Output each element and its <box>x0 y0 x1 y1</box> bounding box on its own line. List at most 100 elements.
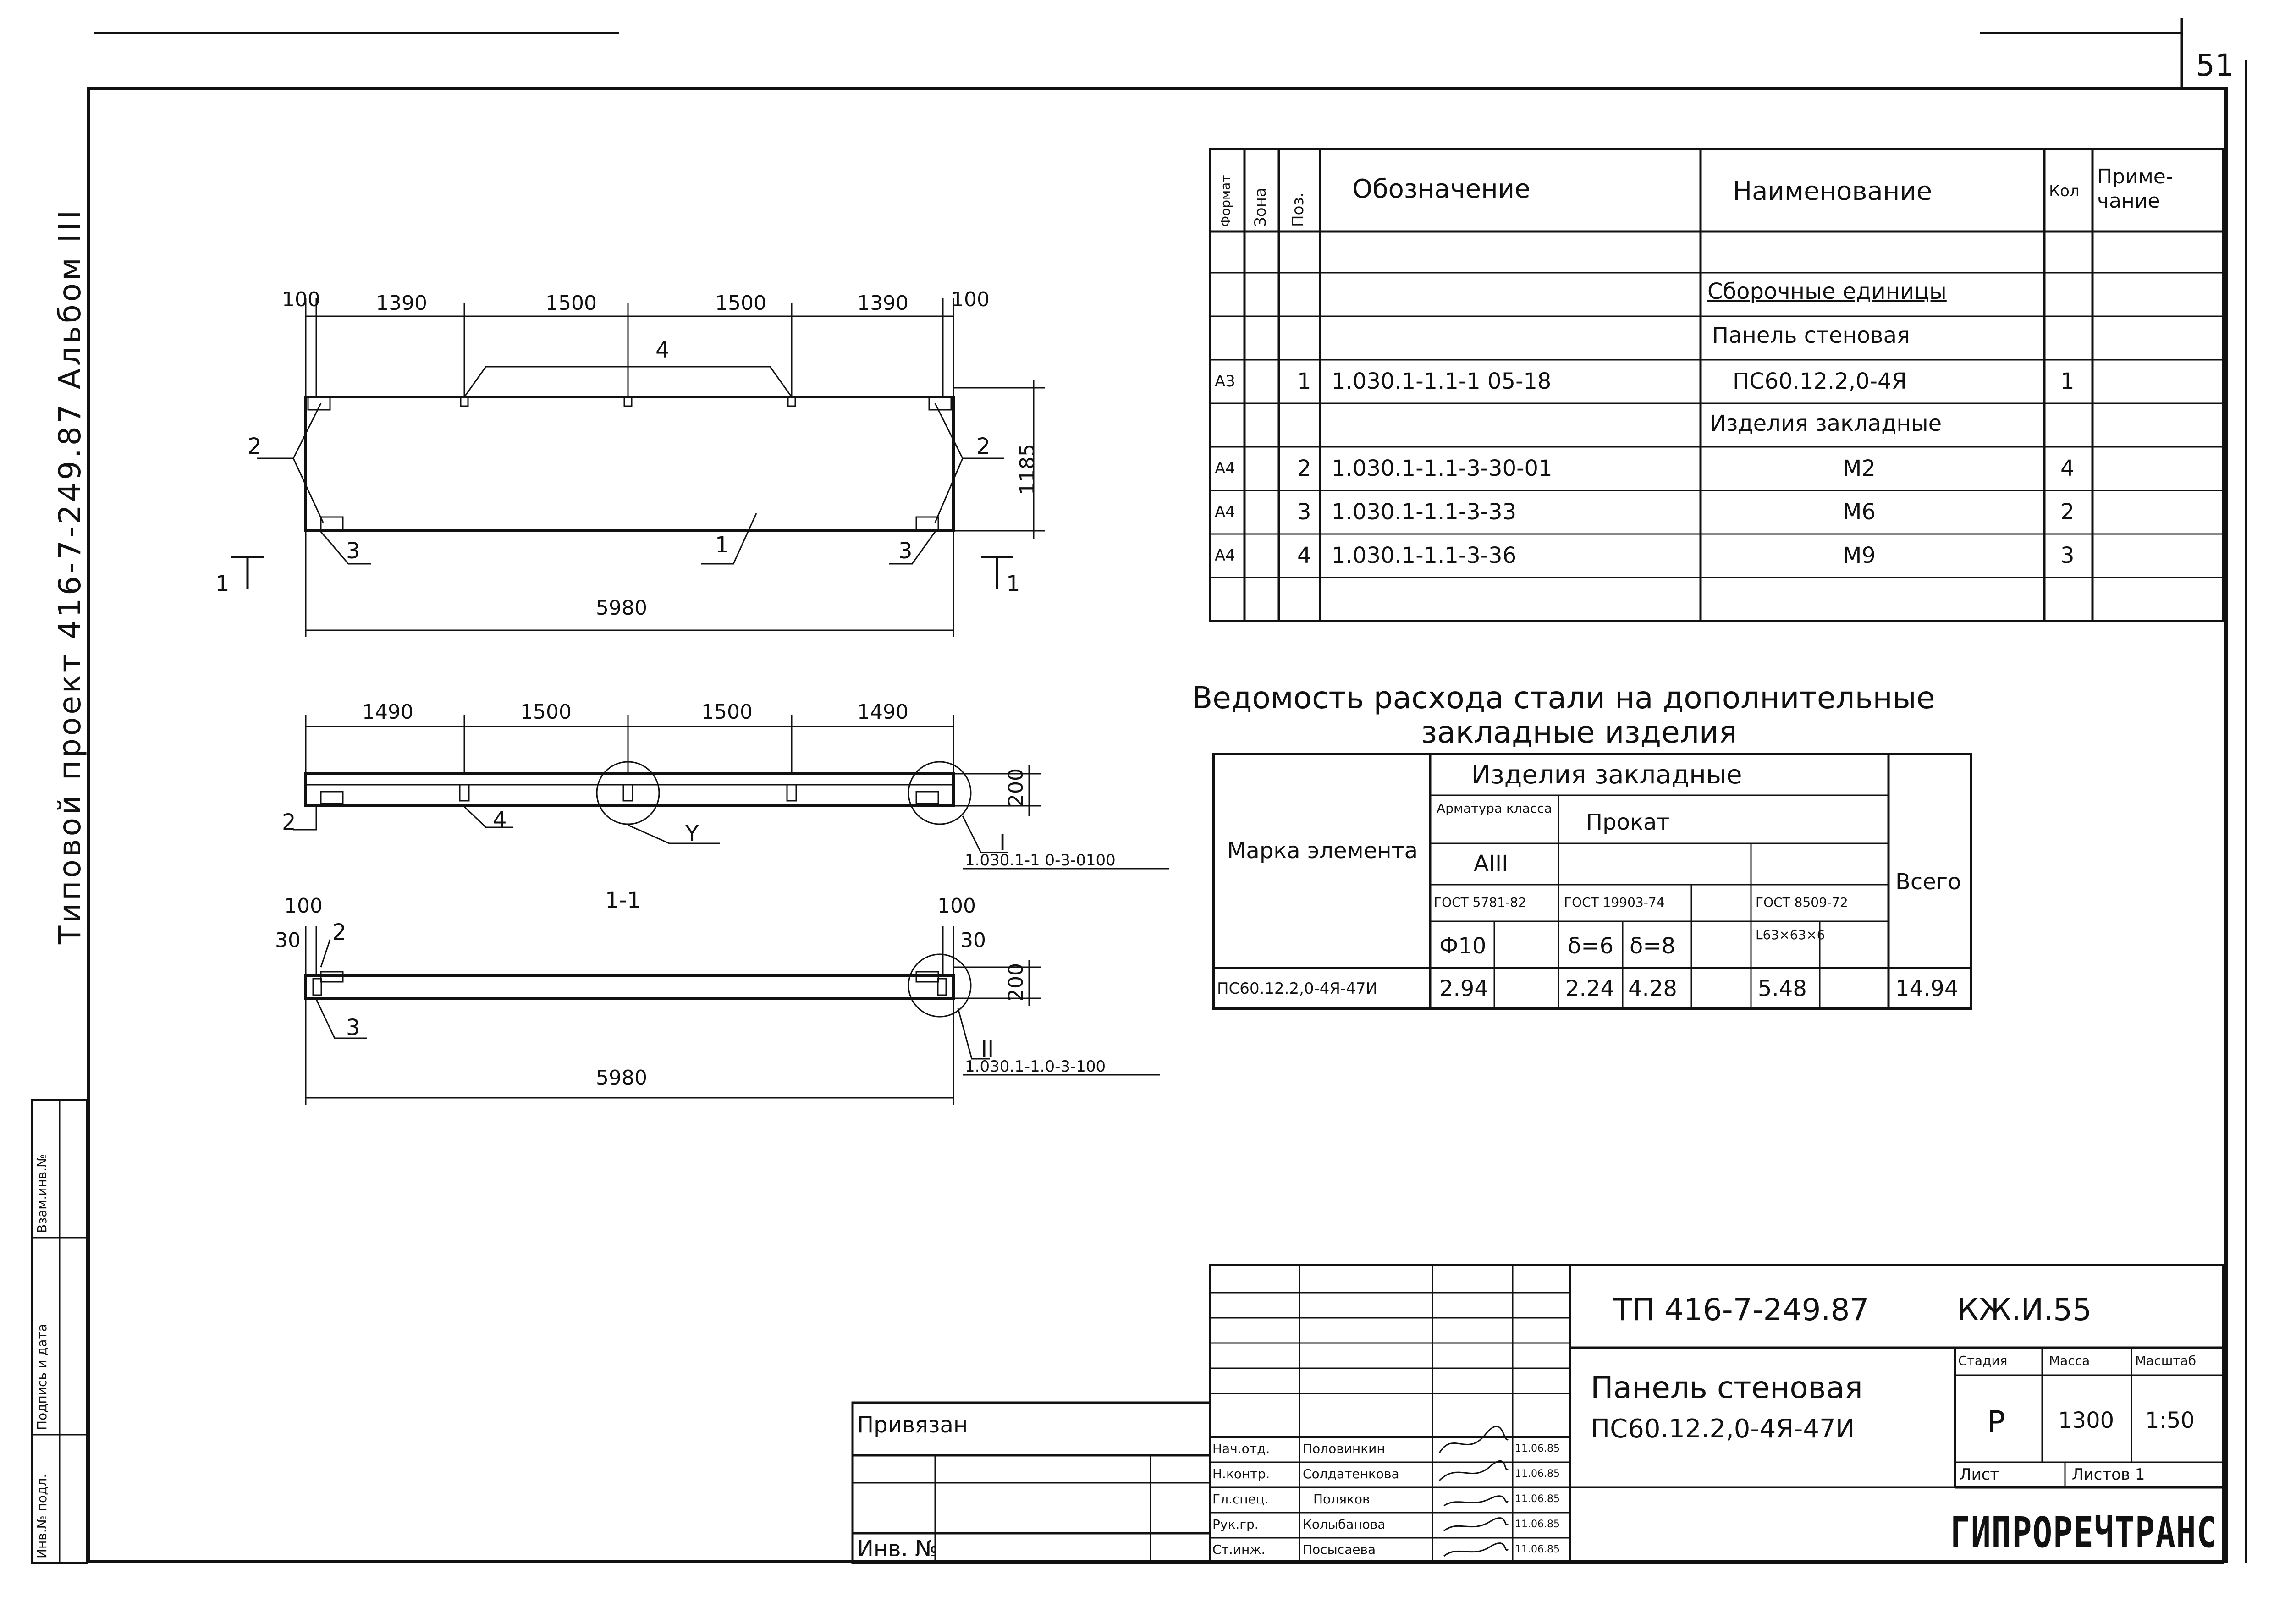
steel-row-delta8: 4.28 <box>1628 976 1677 1002</box>
plan-callout-2-left: 2 <box>248 434 262 459</box>
signer-role-1: Нач.отд. <box>1212 1441 1270 1456</box>
plan-callout-3-right: 3 <box>898 538 913 564</box>
stamp-inv-label: Инв.№ подл. <box>34 1474 50 1558</box>
signer-name-3: Поляков <box>1313 1492 1370 1507</box>
steel-table-title-2: закладные изделия <box>1421 715 1737 750</box>
plan-callout-4: 4 <box>655 337 670 363</box>
sheets-label: Листов 1 <box>2072 1465 2145 1484</box>
drawing-frame <box>87 87 2228 1563</box>
spec-row-3-format: А4 <box>1215 503 1235 521</box>
signer-role-3: Гл.спец. <box>1212 1492 1269 1507</box>
spec-row-2-qty: 4 <box>2060 456 2075 481</box>
plan-dim-100-right: 100 <box>951 288 990 311</box>
plan-height-dim: 1185 <box>1016 444 1039 495</box>
elev-detail-ref: 1.030.1-1 0-3-0100 <box>965 851 1116 870</box>
signer-date-4: 11.06.85 <box>1515 1519 1560 1530</box>
stage-value: Р <box>1987 1404 2005 1440</box>
plan-dim-1500-a: 1500 <box>545 292 597 315</box>
elev-height-dim: 200 <box>1004 768 1028 807</box>
spec-row-wall-panel: Панель стеновая <box>1712 323 1910 348</box>
steel-gost-3: ГОСТ 8509-72 <box>1756 895 1848 910</box>
inv-number-label: Инв. № <box>857 1536 938 1562</box>
signer-role-2: Н.контр. <box>1212 1466 1270 1481</box>
spec-header-format: Формат <box>1218 175 1233 227</box>
section-mark-left: 1 <box>215 571 230 597</box>
section-title: 1-1 <box>605 887 641 913</box>
spec-row-assembly-units: Сборочные единицы <box>1707 279 1947 304</box>
stamp-signature-label: Подпись и дата <box>34 1324 50 1430</box>
steel-gost-2: ГОСТ 19903-74 <box>1564 895 1665 910</box>
spec-row-4-qty: 3 <box>2060 543 2075 568</box>
spec-row-embedded-items: Изделия закладные <box>1710 411 1942 436</box>
steel-col-mark: Марка элемента <box>1227 838 1418 864</box>
mass-label: Масса <box>2049 1353 2090 1368</box>
section-callout-3: 3 <box>346 1015 360 1040</box>
plan-callout-2-right: 2 <box>976 434 991 459</box>
steel-class: АIII <box>1474 851 1509 876</box>
signer-date-3: 11.06.85 <box>1515 1493 1560 1505</box>
signer-name-5: Посысаева <box>1303 1542 1376 1557</box>
signer-name-2: Солдатенкова <box>1303 1466 1399 1481</box>
spec-header-pos: Поз. <box>1289 192 1307 227</box>
elev-callout-4: 4 <box>493 807 507 833</box>
steel-row-phi10: 2.94 <box>1439 976 1488 1002</box>
steel-gost-1: ГОСТ 5781-82 <box>1434 895 1526 910</box>
steel-row-delta6: 2.24 <box>1565 976 1614 1002</box>
section-dim-30-right: 30 <box>960 929 986 952</box>
spec-row-2-code: 1.030.1-1.1-3-30-01 <box>1332 456 1553 481</box>
project-album-label: Типовой проект 416-7-249.87 Альбом III <box>52 207 88 944</box>
steel-col-prokat: Прокат <box>1586 809 1670 835</box>
steel-sub-phi10: Ф10 <box>1439 933 1487 959</box>
section-dim-100-left: 100 <box>284 894 323 918</box>
spec-header-qty: Кол <box>2049 182 2080 200</box>
plan-dim-100-left: 100 <box>282 288 320 311</box>
spec-header-name: Наименование <box>1733 176 1933 206</box>
plan-dim-1390-right: 1390 <box>857 292 908 315</box>
steel-sub-delta6: δ=6 <box>1568 933 1614 959</box>
spec-row-4-pos: 4 <box>1297 543 1311 568</box>
drawing-title: Панель стеновая <box>1591 1370 1863 1405</box>
section-mark-right: 1 <box>1006 571 1020 597</box>
elev-detail-mark-I: I <box>999 830 1006 856</box>
section-callout-2: 2 <box>332 919 347 945</box>
section-detail-mark-II: II <box>981 1036 994 1062</box>
elev-dim-1490-right: 1490 <box>857 700 908 724</box>
section-dim-100-right: 100 <box>937 894 976 918</box>
steel-col-armatura: Арматура класса <box>1437 801 1552 816</box>
signer-date-2: 11.06.85 <box>1515 1468 1560 1480</box>
elev-dim-1490-left: 1490 <box>362 700 413 724</box>
scale-label: Масштаб <box>2135 1353 2197 1368</box>
signer-date-5: 11.06.85 <box>1515 1544 1560 1555</box>
drawing-title-mark: ПС60.12.2,0-4Я-47И <box>1591 1414 1855 1444</box>
spec-row-1-qty: 1 <box>2060 369 2075 394</box>
organization-logo: ГИПРОРЕЧТРАНС <box>1950 1508 2217 1557</box>
project-code: ТП 416-7-249.87 <box>1613 1292 1869 1327</box>
spec-row-1-format: А3 <box>1215 372 1235 391</box>
sheet-label: Лист <box>1960 1465 1999 1484</box>
sheet-number: 51 <box>2196 48 2234 83</box>
plan-dim-1390-left: 1390 <box>376 292 427 315</box>
sheet-code: КЖ.И.55 <box>1957 1292 2092 1327</box>
plan-callout-1: 1 <box>715 532 729 558</box>
stamp-replace-label: Взам.инв.№ <box>34 1154 50 1233</box>
steel-col-total: Всего <box>1895 869 1961 895</box>
scale-value: 1:50 <box>2145 1408 2195 1433</box>
spec-header-zone: Зона <box>1251 187 1270 227</box>
steel-table-title-1: Ведомость расхода стали на дополнительны… <box>1192 680 1935 716</box>
signer-role-4: Рук.гр. <box>1212 1517 1259 1532</box>
spec-row-2-name: М2 <box>1843 456 1876 481</box>
spec-row-2-pos: 2 <box>1297 456 1311 481</box>
steel-row-total: 14.94 <box>1895 976 1959 1002</box>
section-detail-ref: 1.030.1-1.0-3-100 <box>965 1057 1106 1076</box>
spec-row-4-name: М9 <box>1843 543 1876 568</box>
spec-header-code: Обозначение <box>1352 174 1531 204</box>
steel-row-angle: 5.48 <box>1758 976 1807 1002</box>
elev-callout-2: 2 <box>282 809 296 835</box>
privyazan-label: Привязан <box>857 1412 968 1438</box>
elev-callout-detail-y: Y <box>685 821 699 847</box>
plan-dim-1500-b: 1500 <box>715 292 766 315</box>
spec-row-1-pos: 1 <box>1297 369 1311 394</box>
spec-row-1-name: ПС60.12.2,0-4Я <box>1733 369 1907 394</box>
section-dim-30-left: 30 <box>275 929 301 952</box>
